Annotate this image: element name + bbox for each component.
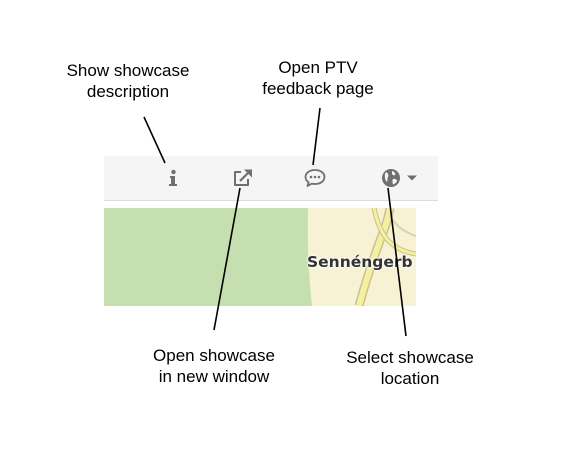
callout-line: description [86,82,170,101]
feedback-button[interactable] [302,166,328,190]
showcase-toolbar [104,156,438,201]
callout-line: Open showcase [153,346,275,365]
map-preview[interactable]: Sennéngerb [104,208,416,306]
callout-open-feedback: Open PTV feedback page [240,57,396,99]
open-new-window-button[interactable] [230,166,256,190]
location-dropdown-button[interactable] [376,166,422,190]
caret-down-icon [407,175,417,181]
map-place-label: Sennéngerb [307,253,413,271]
info-button[interactable] [160,166,186,190]
speech-bubble-icon [304,169,326,187]
callout-select-location: Select showcase location [328,347,492,389]
callout-line: Select showcase [346,348,474,367]
globe-icon [382,169,400,187]
callout-line: Open PTV [278,58,358,77]
callout-line: feedback page [262,79,374,98]
callout-line: in new window [158,367,270,386]
callout-open-new-window: Open showcase in new window [126,345,302,387]
external-link-icon [234,169,252,186]
callout-line: location [380,369,440,388]
info-icon [169,169,177,186]
callout-line: Show showcase [66,61,190,80]
callout-show-description: Show showcase description [48,60,208,102]
